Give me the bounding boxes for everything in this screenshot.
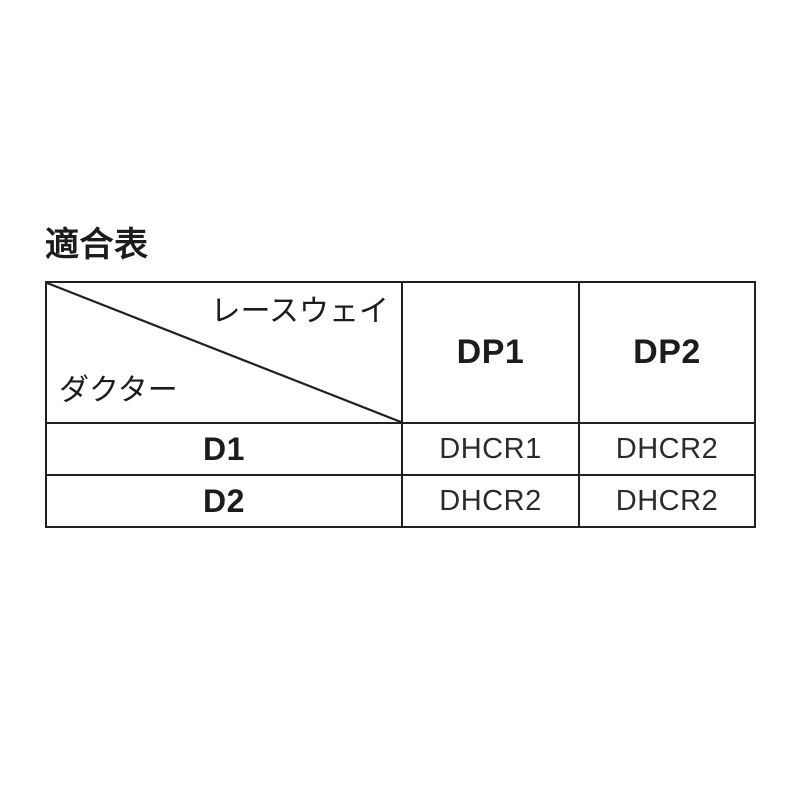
corner-header-cell: レースウェイ ダクター (45, 281, 403, 424)
corner-label-raceway: レースウェイ (210, 295, 390, 328)
row-header-d1: D1 (45, 422, 403, 476)
table-header-row: レースウェイ ダクター DP1 DP2 (45, 281, 756, 424)
column-header-dp1: DP1 (401, 281, 580, 424)
diagonal-divider-icon (47, 283, 401, 422)
cell-d2-dp2: DHCR2 (578, 474, 756, 528)
corner-label-ducter: ダクター (59, 374, 178, 407)
cell-d1-dp2: DHCR2 (578, 422, 756, 476)
table-row: D2 DHCR2 DHCR2 (45, 474, 756, 528)
page-title: 適合表 (45, 226, 149, 264)
column-header-dp2: DP2 (578, 281, 756, 424)
cell-d2-dp1: DHCR2 (401, 474, 580, 528)
cell-d1-dp1: DHCR1 (401, 422, 580, 476)
table-row: D1 DHCR1 DHCR2 (45, 422, 756, 476)
compatibility-table: レースウェイ ダクター DP1 DP2 D1 DHCR1 DHCR2 D2 DH… (45, 281, 756, 528)
row-header-d2: D2 (45, 474, 403, 528)
